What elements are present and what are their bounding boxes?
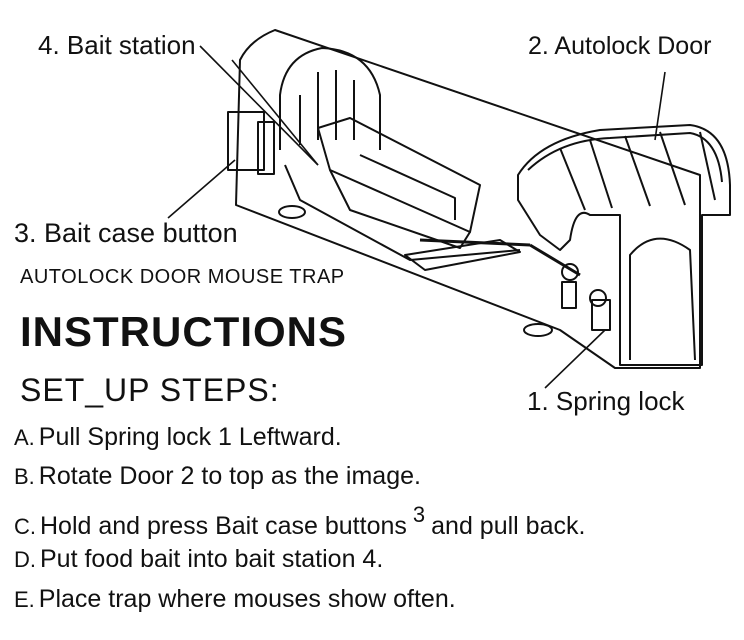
- step-text: Rotate Door 2 to top as the image.: [38, 462, 421, 490]
- callout-bait-case-button: 3. Bait case button: [14, 218, 238, 248]
- step-text: Place trap where mouses show often.: [38, 585, 456, 613]
- step-letter: D.: [14, 547, 36, 572]
- bait-station-tray: [317, 117, 481, 233]
- leader-spring-lock: [544, 329, 606, 389]
- inner-floor: [284, 164, 521, 261]
- leader-bait-case-button: [167, 159, 236, 219]
- spring-lock-part: [561, 263, 579, 281]
- callout-bait-station: 4. Bait station: [38, 30, 196, 60]
- step-a: A.Pull Spring lock 1 Leftward.: [14, 423, 342, 452]
- instructions-title: INSTRUCTIONS: [20, 308, 347, 355]
- callout-spring-lock: 1. Spring lock: [527, 386, 685, 416]
- step-text: Put food bait into bait station 4.: [40, 545, 384, 573]
- step-letter: C.: [14, 514, 36, 539]
- step-text-after: and pull back.: [431, 512, 586, 540]
- trap-body-outline: [235, 29, 701, 369]
- step-b: B.Rotate Door 2 to top as the image.: [14, 462, 421, 491]
- rear-arch: [279, 47, 381, 150]
- bait-case-button-part: [227, 111, 265, 171]
- step-superscript: 3: [412, 502, 426, 527]
- step-text: Hold and press Bait case buttons: [40, 512, 407, 540]
- mounting-tab-right: [523, 323, 553, 337]
- step-d: D.Put food bait into bait station 4.: [14, 545, 383, 574]
- autolock-door: [517, 124, 731, 366]
- trigger-plate: [404, 239, 521, 271]
- leader-autolock-door: [654, 71, 666, 141]
- callout-autolock-door: 2. Autolock Door: [528, 32, 712, 60]
- leader-bait-station: [199, 45, 319, 166]
- step-letter: B.: [14, 464, 35, 489]
- step-text: Pull Spring lock 1 Leftward.: [38, 423, 342, 451]
- product-name: AUTOLOCK DOOR MOUSE TRAP: [20, 266, 345, 288]
- setup-steps-heading: SET_UP STEPS:: [20, 372, 280, 408]
- step-e: E.Place trap where mouses show often.: [14, 585, 456, 614]
- mounting-tab-left: [278, 205, 306, 219]
- step-letter: A.: [14, 425, 35, 450]
- step-letter: E.: [14, 587, 35, 612]
